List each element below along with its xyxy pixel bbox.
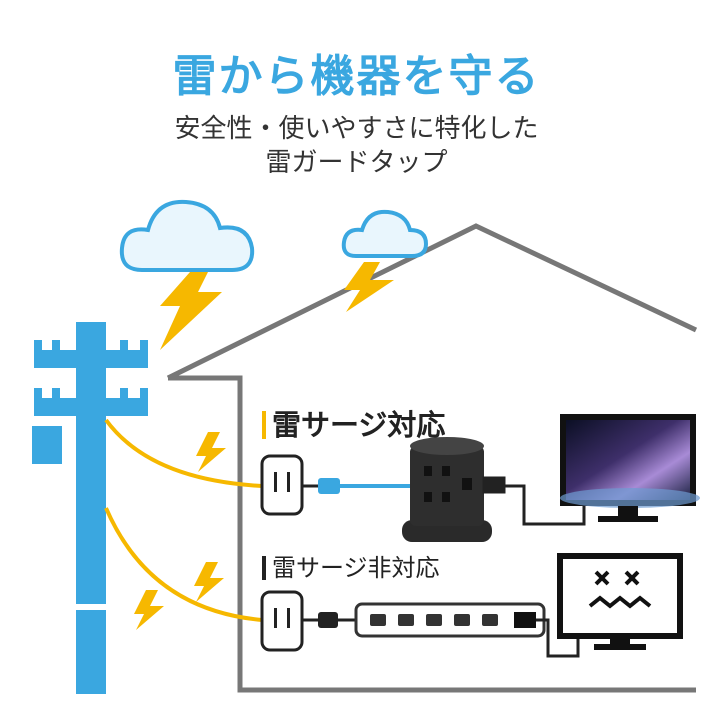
subtitle-line-1: 安全性・使いやすさに特化した — [174, 114, 539, 144]
monitor-cable-top — [482, 476, 586, 526]
house-outline — [166, 223, 698, 693]
cloud-icon-left — [119, 199, 255, 272]
monitor-working — [560, 414, 700, 522]
cloud-icon-right — [341, 209, 429, 258]
monitor-damaged — [557, 553, 683, 650]
power-lines — [104, 418, 263, 622]
subtitle-line-2: 雷ガードタップ — [265, 148, 448, 178]
lightning-icon — [134, 262, 394, 630]
surge-unsupported-text: 雷サージ非対応 — [272, 554, 440, 582]
label-accent-bar — [262, 556, 266, 580]
surge-tower-tap — [402, 437, 492, 542]
surge-supported-text: 雷サージ対応 — [272, 408, 446, 442]
wall-outlet-bottom — [260, 590, 304, 652]
label-accent-bar — [262, 411, 266, 439]
power-strip — [302, 602, 580, 658]
utility-pole — [32, 322, 148, 694]
headline-title: 雷から機器を守る — [172, 51, 541, 102]
surge-unsupported-label: 雷サージ非対応 — [262, 548, 440, 583]
surge-supported-label: 雷サージ対応 — [262, 402, 445, 444]
surge-tap-cable — [302, 478, 410, 494]
wall-outlet-top — [260, 454, 304, 516]
